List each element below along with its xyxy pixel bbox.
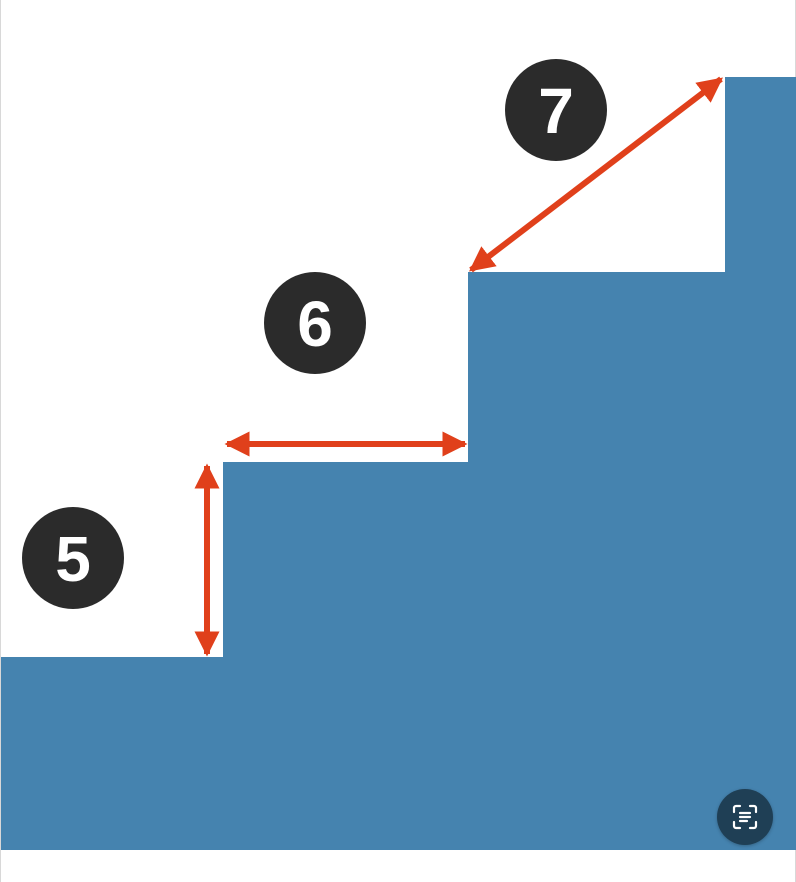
diagonal-badge: 7 bbox=[505, 59, 607, 161]
diagonal-arrow bbox=[468, 76, 724, 273]
visual-search-icon bbox=[732, 804, 758, 830]
staircase-shape bbox=[1, 77, 796, 850]
run-badge: 6 bbox=[264, 272, 366, 374]
diagonal-label: 7 bbox=[538, 75, 574, 147]
rise-badge: 5 bbox=[22, 507, 124, 609]
visual-search-button[interactable] bbox=[717, 789, 773, 845]
run-label: 6 bbox=[297, 288, 333, 360]
rise-label: 5 bbox=[55, 523, 91, 595]
